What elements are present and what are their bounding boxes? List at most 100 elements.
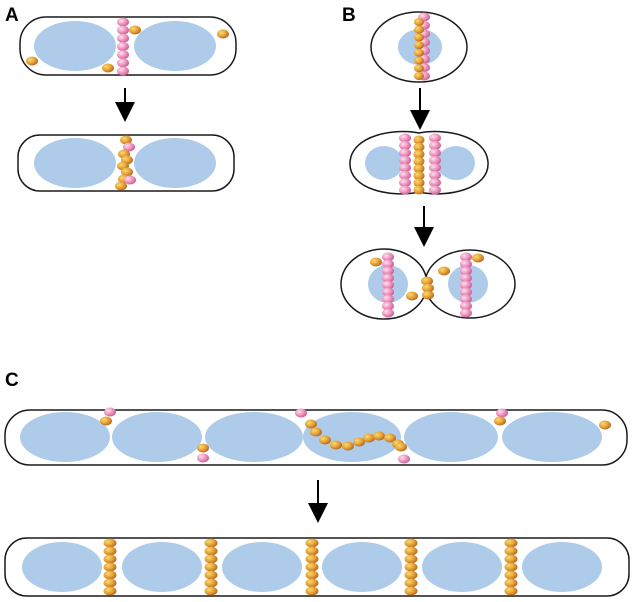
orange-protein (395, 442, 407, 452)
pink-protein (382, 308, 394, 318)
orange-protein (129, 25, 141, 35)
protein-rings (399, 133, 441, 195)
nucleus (303, 412, 401, 462)
panel-b (340, 11, 516, 320)
orange-protein (413, 156, 425, 166)
orange-protein (204, 586, 218, 596)
orange-protein (472, 253, 484, 263)
panel-a-cell-bottom (17, 134, 235, 192)
pink-protein (398, 454, 410, 464)
orange-protein (404, 586, 418, 596)
panel-label-a: A (5, 5, 19, 26)
orange-protein (204, 546, 218, 556)
nucleus (34, 21, 116, 71)
orange-protein (413, 171, 425, 181)
pink-protein (399, 185, 411, 195)
pink-protein (429, 140, 441, 150)
nucleus (134, 21, 216, 71)
nucleus (34, 138, 116, 188)
pink-protein (117, 58, 129, 68)
pink-protein (295, 408, 307, 418)
nucleus (502, 412, 602, 462)
orange-protein (413, 185, 425, 195)
panel-b-cell-3 (340, 248, 516, 320)
nucleus (365, 146, 403, 180)
orange-protein (421, 276, 433, 286)
nucleus (322, 542, 402, 592)
orange-protein (384, 433, 396, 443)
orange-protein (404, 554, 418, 564)
orange-protein (413, 149, 425, 159)
orange-protein-rings (103, 538, 518, 596)
orange-protein (438, 266, 450, 276)
orange-protein (599, 420, 611, 430)
pink-protein (429, 148, 441, 158)
pink-protein (460, 266, 472, 276)
pink-protein (117, 66, 129, 76)
pink-protein (496, 408, 508, 418)
orange-protein (504, 538, 518, 548)
orange-protein (422, 290, 434, 300)
orange-protein (404, 570, 418, 580)
pink-protein (429, 185, 441, 195)
orange-protein (103, 586, 117, 596)
pink-protein (197, 453, 209, 463)
orange-protein (504, 586, 518, 596)
nucleus (522, 542, 602, 592)
panel-b-cell-1 (370, 11, 468, 83)
orange-protein (103, 578, 117, 588)
pink-protein (460, 308, 472, 318)
pink-protein (117, 17, 129, 27)
orange-protein (413, 164, 425, 174)
orange-protein (414, 56, 424, 65)
pink-protein (460, 294, 472, 304)
orange-protein (422, 283, 434, 293)
orange-protein (413, 178, 425, 188)
pink-protein (399, 140, 411, 150)
pink-protein (429, 163, 441, 173)
pink-protein (399, 170, 411, 180)
orange-protein (406, 291, 418, 301)
pink-protein (104, 407, 116, 417)
orange-protein (305, 562, 319, 572)
pink-protein (429, 170, 441, 180)
orange-protein (305, 546, 319, 556)
orange-protein (414, 41, 424, 50)
pink-protein (399, 133, 411, 143)
orange-protein (305, 419, 317, 429)
orange-protein (197, 443, 209, 453)
pink-protein (399, 148, 411, 158)
pink-protein (382, 280, 394, 290)
nucleus (222, 542, 302, 592)
orange-protein (103, 562, 117, 572)
nucleus (112, 412, 202, 462)
orange-protein (305, 578, 319, 588)
orange-protein (102, 63, 114, 73)
pink-protein (117, 42, 129, 51)
panel-c-cell-top (4, 407, 628, 466)
protein-ring (414, 12, 430, 81)
pink-protein (460, 301, 472, 311)
orange-protein (120, 135, 132, 145)
pink-protein (460, 252, 472, 262)
orange-protein (103, 538, 117, 548)
orange-protein (115, 181, 127, 191)
panel-c-cell-bottom (4, 537, 630, 597)
orange-protein (342, 441, 354, 451)
protein-ring (115, 135, 136, 191)
pink-protein (117, 33, 129, 43)
pink-protein (460, 259, 472, 269)
pink-protein (382, 301, 394, 311)
panel-a-cell-top (19, 16, 237, 76)
orange-protein (413, 142, 425, 152)
orange-protein (305, 554, 319, 564)
panel-label-b: B (342, 5, 356, 26)
orange-protein (404, 538, 418, 548)
orange-protein (204, 554, 218, 564)
pink-protein (429, 155, 441, 165)
orange-protein (310, 427, 322, 437)
orange-protein (414, 33, 424, 42)
orange-protein (353, 437, 365, 447)
nucleus (422, 542, 502, 592)
